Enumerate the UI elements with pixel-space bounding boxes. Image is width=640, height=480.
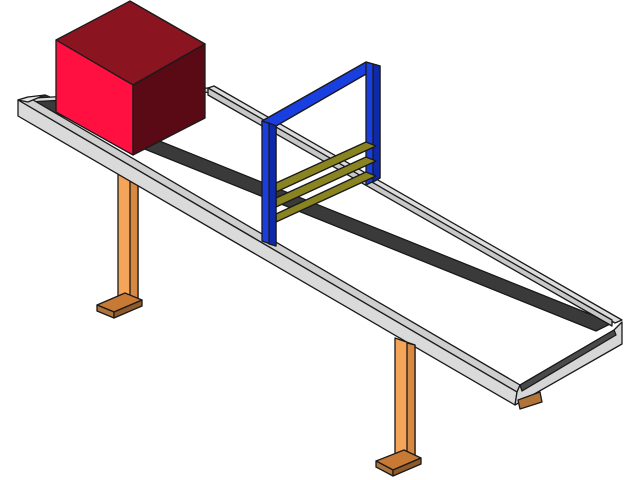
support-leg-front	[375, 337, 543, 477]
sensor-gate-front-post	[261, 120, 277, 247]
cube-box	[55, 0, 206, 156]
gate-sensor-bars	[275, 141, 377, 223]
sensor-gate-frame	[261, 61, 381, 186]
support-leg-rear	[96, 169, 143, 319]
